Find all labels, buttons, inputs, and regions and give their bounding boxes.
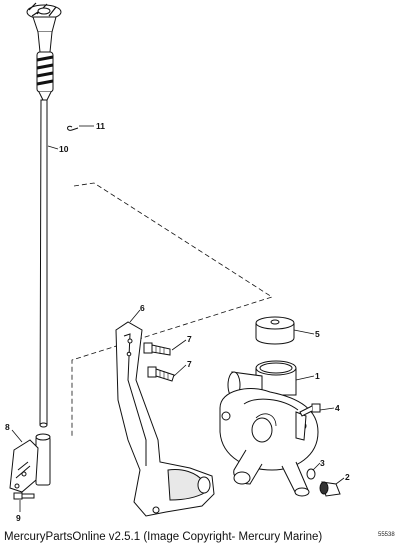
leader-lines	[11, 125, 345, 512]
bolt-7-lower	[147, 366, 175, 382]
callout-7-upper: 7	[187, 334, 192, 344]
callout-5: 5	[315, 329, 320, 339]
bolt-4	[299, 403, 321, 417]
callout-1: 1	[315, 371, 320, 381]
plug-3	[306, 468, 316, 480]
assembly-guide-line	[71, 182, 273, 438]
callout-8: 8	[5, 422, 10, 432]
callout-2: 2	[345, 472, 350, 482]
callout-11: 11	[96, 121, 105, 131]
copyright-footer: MercuryPartsOnline v2.5.1 (Image Copyrig…	[4, 531, 323, 543]
tube-bracket	[9, 433, 51, 493]
diagram-code: 55538	[378, 532, 395, 538]
bolt-7-upper	[143, 342, 171, 356]
bolt-9	[13, 492, 35, 500]
mounting-bracket	[115, 321, 215, 517]
cap-part	[255, 316, 295, 345]
callout-4: 4	[335, 403, 340, 413]
callout-6: 6	[140, 303, 145, 313]
dipstick-tube	[39, 99, 48, 428]
dipstick-handle	[26, 2, 62, 101]
fitting-2	[319, 481, 341, 497]
callout-7-lower: 7	[187, 359, 192, 369]
callout-9: 9	[16, 513, 21, 523]
thermostat-housing	[219, 360, 319, 497]
callout-10: 10	[59, 144, 69, 154]
clip-part	[67, 125, 79, 131]
callout-3: 3	[320, 458, 325, 468]
